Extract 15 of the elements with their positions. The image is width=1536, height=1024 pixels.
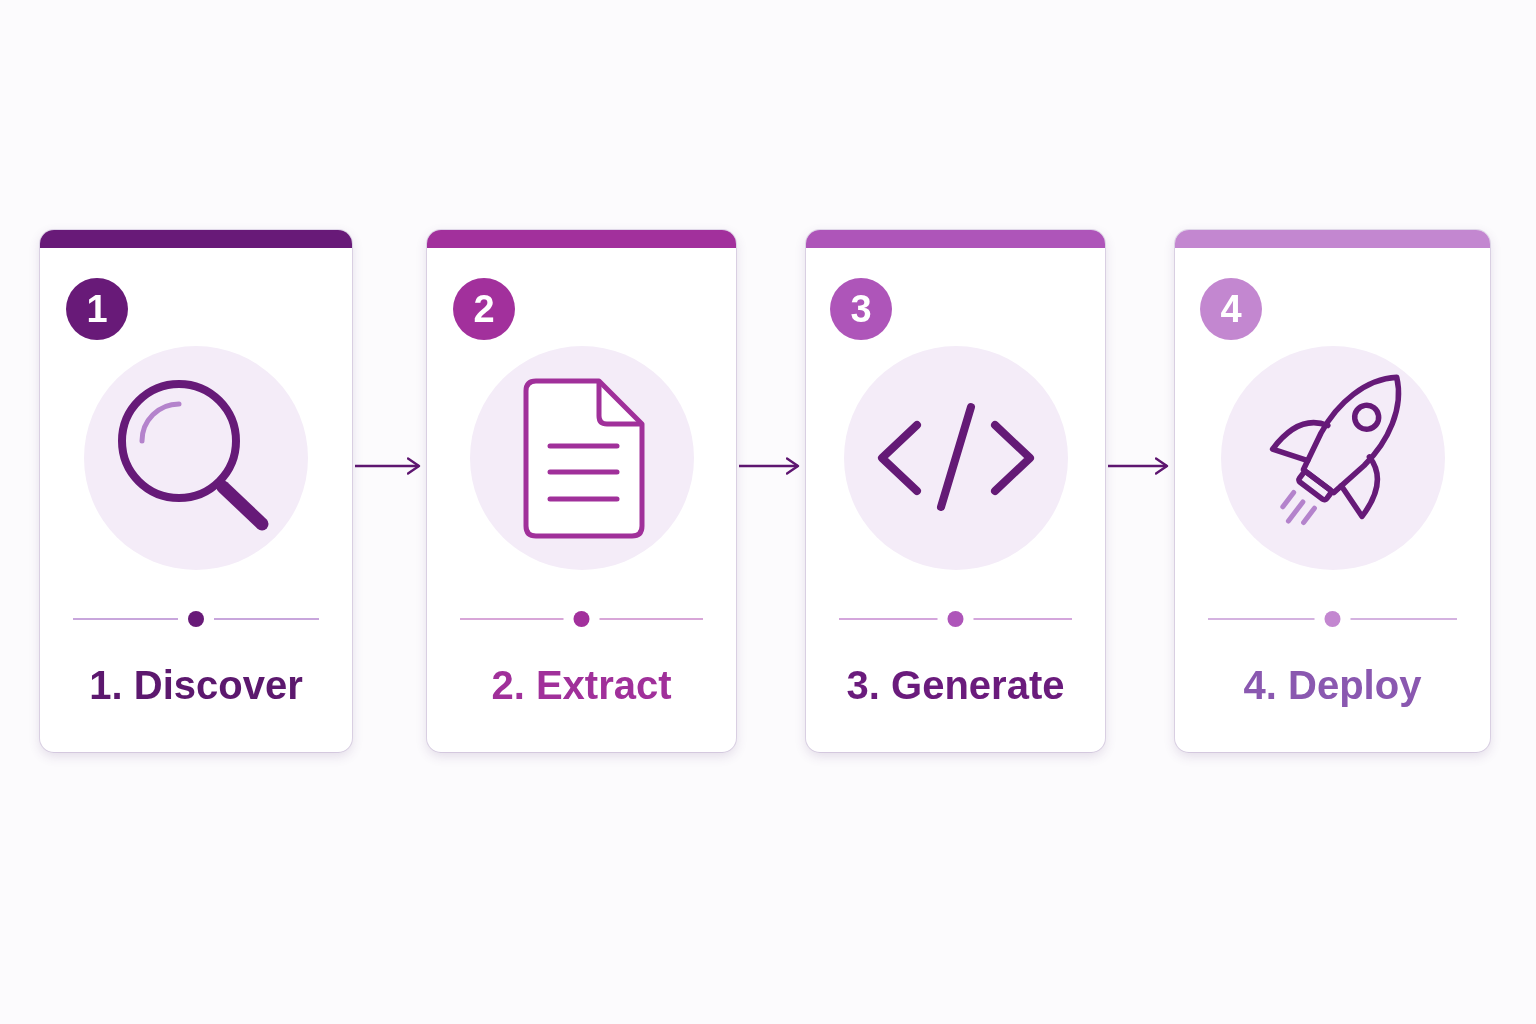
arrow (739, 457, 800, 475)
arrow (355, 457, 421, 475)
step-card (806, 230, 1105, 752)
arrow (1108, 457, 1169, 475)
step-title: 1. Discover (89, 662, 303, 709)
step-number-badge: 2 (453, 278, 515, 340)
step-title: 2. Extract (491, 662, 672, 709)
step-number-badge: 4 (1200, 278, 1262, 340)
step-number-badge: 3 (830, 278, 892, 340)
step-number-badge: 1 (66, 278, 128, 340)
step-card (1175, 230, 1490, 752)
step-title: 3. Generate (846, 662, 1065, 709)
step-card (427, 230, 736, 752)
step-title: 4. Deploy (1243, 662, 1422, 709)
step-card (40, 230, 352, 752)
